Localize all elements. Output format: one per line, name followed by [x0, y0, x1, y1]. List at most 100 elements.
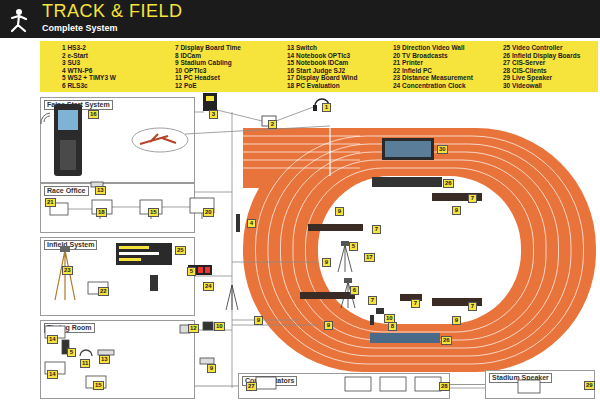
callout-number: 8 — [388, 322, 397, 331]
callout-number: 7 — [468, 302, 477, 311]
timing-room-devices-part — [203, 322, 213, 330]
running-track-part — [243, 128, 596, 372]
group-box: Timing Room — [40, 320, 195, 399]
callout-number: 9 — [207, 364, 216, 373]
callout-number: 20 — [203, 208, 214, 217]
cable-run-part — [450, 388, 485, 389]
callout-number: 1 — [322, 103, 331, 112]
callout-number: 13 — [99, 355, 110, 364]
cable-run-part — [195, 112, 204, 113]
callout-number: 5 — [67, 348, 76, 357]
callout-number: 7 — [468, 194, 477, 203]
legend-item: 19 Direction Video Wall — [393, 44, 465, 51]
callout-number: 9 — [324, 321, 333, 330]
callout-number: 9 — [335, 207, 344, 216]
running-track-part — [268, 144, 571, 356]
cable-run-part — [195, 276, 232, 277]
legend-item: 18 PC Evaluation — [287, 82, 340, 89]
legend-item: 17 Display Board Wind — [287, 74, 357, 81]
legend-item: 1 HS3-2 — [62, 44, 86, 51]
group-box: False Start System — [40, 97, 195, 183]
running-track-part — [329, 128, 330, 176]
header-band-part — [0, 0, 600, 38]
group-box: Race Office — [40, 183, 195, 233]
group-heading: Race Office — [44, 186, 89, 196]
group-box: Stadium Speaker — [485, 370, 595, 399]
legend-item: 20 TV Broadcasts — [393, 52, 448, 59]
callout-number: 12 — [188, 324, 199, 333]
callout-number: 3 — [209, 110, 218, 119]
callout-number: 10 — [214, 322, 225, 331]
callout-number: 26 — [441, 336, 452, 345]
running-track-part — [293, 160, 546, 340]
trackside-devices-part — [376, 308, 384, 314]
trackside-devices-part — [370, 333, 440, 343]
trackside-devices-part — [341, 241, 349, 246]
group-heading: Infield System — [44, 240, 97, 250]
connector-wire — [195, 386, 238, 387]
finish-devices — [203, 93, 331, 126]
callout-number: 18 — [96, 208, 107, 217]
callout-number: 5 — [349, 242, 358, 251]
header-band — [0, 0, 600, 38]
trackside-devices-part — [308, 224, 363, 231]
legend-item: 15 Notebook IDCam — [287, 59, 348, 66]
callout-number: 22 — [98, 287, 109, 296]
header-band-part — [16, 9, 22, 15]
finish-devices-part — [203, 93, 217, 111]
legend-panel — [40, 41, 598, 92]
trackside-devices-part — [300, 292, 355, 299]
callout-number: 14 — [47, 370, 58, 379]
legend-item: 21 Printer — [393, 59, 423, 66]
finish-devices-part — [313, 105, 317, 111]
cable-run-part — [276, 106, 316, 121]
running-track-part — [243, 136, 360, 168]
group-box: Infield System — [40, 237, 195, 316]
subtitle: Complete System — [42, 23, 118, 33]
trackside-devices-part — [344, 278, 352, 283]
legend-item: 30 Videowall — [503, 82, 542, 89]
trackside-devices — [236, 138, 482, 343]
callout-number: 16 — [88, 110, 99, 119]
legend-item: 13 Switch — [287, 44, 317, 51]
cable-run-part — [232, 262, 318, 263]
running-track-part — [256, 136, 584, 364]
legend-item: 11 PC Headset — [175, 74, 220, 81]
legend-item: 8 IDCam — [175, 52, 201, 59]
callout-number: 7 — [372, 225, 381, 234]
infield-devices-part — [205, 267, 210, 273]
legend-item: 26 Infield Display Boards — [503, 52, 580, 59]
callout-number: 25 — [175, 246, 186, 255]
callout-number: 28 — [439, 382, 450, 391]
callout-number: 6 — [350, 286, 359, 295]
cable-run-part — [185, 126, 330, 134]
callout-number: 15 — [148, 208, 159, 217]
infield-devices-part — [226, 285, 238, 310]
infield-devices-part — [198, 267, 203, 273]
callout-number: 9 — [322, 258, 331, 267]
callout-number: 14 — [47, 335, 58, 344]
legend-item: 27 CIS-Server — [503, 59, 545, 66]
callout-number: 17 — [364, 253, 375, 262]
legend-item: 10 OPTIc3 — [175, 67, 206, 74]
trackside-devices-part — [382, 138, 434, 160]
callout-number: 9 — [452, 206, 461, 215]
callout-number: 7 — [411, 299, 420, 308]
infield-devices-part — [188, 265, 212, 275]
callout-number: 15 — [93, 381, 104, 390]
legend-item: 6 RLS3c — [62, 82, 88, 89]
trackside-devices-part — [385, 141, 431, 157]
callout-number: 4 — [247, 219, 256, 228]
callout-number: 2 — [268, 120, 277, 129]
callout-number: 9 — [254, 316, 263, 325]
running-track-part — [281, 152, 559, 348]
trackside-devices-part — [370, 315, 374, 325]
finish-devices-part — [206, 96, 214, 101]
callout-number: 11 — [80, 359, 90, 368]
running-track — [243, 128, 596, 372]
legend-item: 5 WS2 + TIMY3 W — [62, 74, 116, 81]
cable-run-part — [232, 325, 318, 326]
callout-number: 27 — [246, 382, 257, 391]
header-band-part — [12, 16, 26, 31]
